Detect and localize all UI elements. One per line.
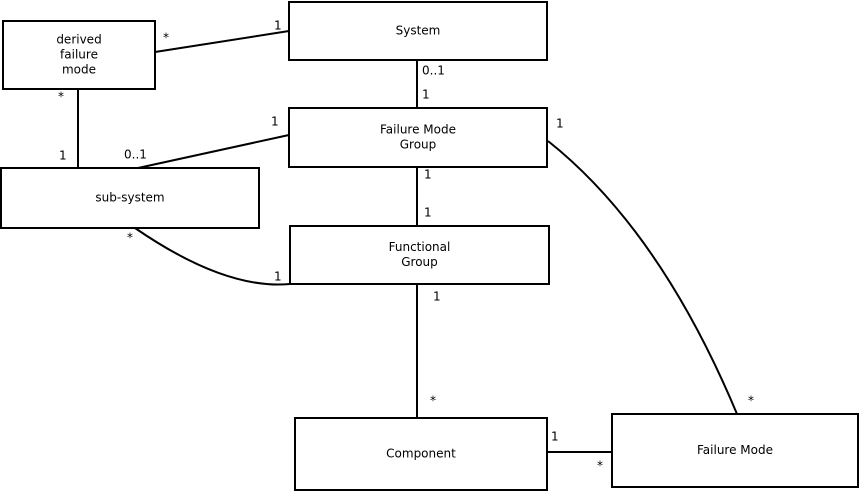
class-name-failure-mode-group-line-0: Failure Mode	[380, 123, 456, 137]
class-box-rect-sub-system[interactable]	[0, 167, 260, 229]
multiplicity-derived-failure-mode--system-to: 1	[274, 19, 282, 33]
multiplicity-sub-system--failure-mode-group-from: 0..1	[124, 148, 147, 162]
multiplicity-system--failure-mode-group-from: 0..1	[422, 64, 445, 78]
class-name-system-line-0: System	[396, 24, 441, 38]
class-name-failure-mode-group-line-1: Group	[400, 138, 437, 152]
class-box-rect-functional-group[interactable]	[289, 225, 550, 285]
class-name-sub-system-line-0: sub-system	[95, 191, 164, 205]
multiplicity-derived-failure-mode--sub-system-to: 1	[59, 149, 67, 163]
class-name-derived-failure-mode-line-1: failure	[60, 48, 98, 62]
multiplicity-sub-system--functional-group-to: 1	[274, 270, 282, 284]
class-name-derived-failure-mode-line-0: derived	[56, 33, 101, 47]
class-box-system[interactable]: System	[288, 1, 548, 61]
multiplicity-functional-group--component-from: 1	[433, 290, 441, 304]
class-box-rect-derived-failure-mode[interactable]	[2, 20, 156, 90]
association-sub-system--functional-group	[134, 227, 291, 286]
class-name-derived-failure-mode-line-2: mode	[62, 63, 96, 77]
class-name-component-line-0: Component	[386, 447, 456, 461]
class-box-rect-failure-mode[interactable]	[611, 413, 859, 488]
multiplicity-failure-mode-group--failure-mode-to: *	[748, 394, 754, 408]
class-box-rect-component[interactable]	[294, 417, 548, 491]
multiplicity-sub-system--failure-mode-group-to: 1	[271, 115, 279, 129]
multiplicity-derived-failure-mode--sub-system-from: *	[58, 90, 64, 104]
class-box-sub-system[interactable]: sub-system	[0, 167, 260, 229]
association-failure-mode-group--failure-mode	[547, 140, 738, 415]
class-name-functional-group-line-1: Group	[401, 255, 438, 269]
multiplicity-derived-failure-mode--system-from: *	[163, 31, 169, 45]
class-box-component[interactable]: Component	[294, 417, 548, 491]
class-box-rect-system[interactable]	[288, 1, 548, 61]
multiplicity-component--failure-mode-from: 1	[551, 430, 559, 444]
association-derived-failure-mode--system	[154, 30, 290, 53]
multiplicity-system--failure-mode-group-to: 1	[422, 88, 430, 102]
class-name-failure-mode-line-0: Failure Mode	[697, 443, 773, 457]
multiplicity-component--failure-mode-to: *	[597, 459, 603, 473]
class-name-functional-group-line-0: Functional	[389, 240, 451, 254]
multiplicity-functional-group--component-to: *	[430, 394, 436, 408]
association-lines-layer	[77, 30, 738, 453]
multiplicity-failure-mode-group--functional-group-from: 1	[424, 168, 432, 182]
multiplicity-sub-system--functional-group-from: *	[127, 231, 133, 245]
association-sub-system--failure-mode-group	[137, 134, 290, 169]
multiplicity-failure-mode-group--functional-group-to: 1	[424, 206, 432, 220]
class-box-rect-failure-mode-group[interactable]	[288, 107, 548, 168]
multiplicity-labels-layer: * 1 * 1 0..1 1 0..1 1 1 1 * 1 1 * 1 * 1 *	[58, 19, 754, 473]
multiplicity-failure-mode-group--failure-mode-from: 1	[556, 117, 564, 131]
class-box-failure-mode[interactable]: Failure Mode	[611, 413, 859, 488]
